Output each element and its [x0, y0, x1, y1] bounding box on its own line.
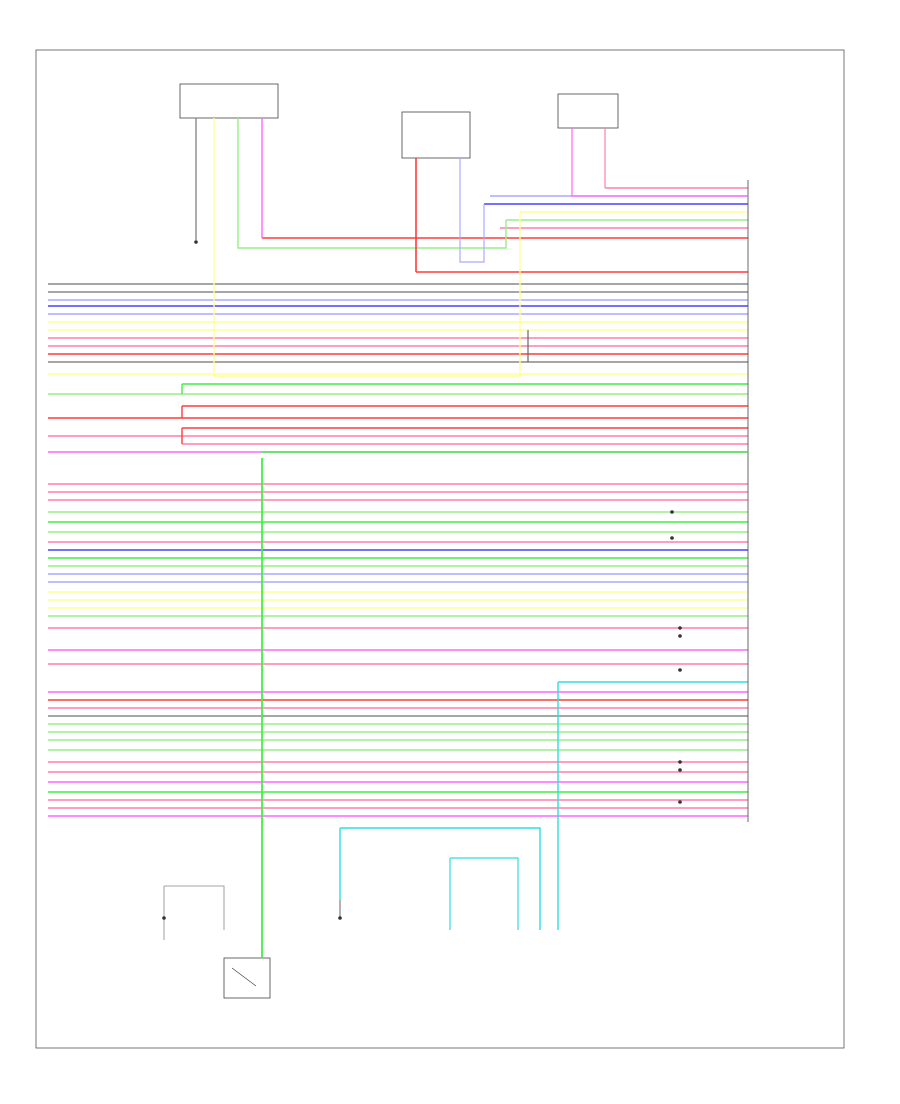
top-right-connector-box — [557, 93, 619, 129]
wire-vertical-6 — [459, 158, 485, 263]
switch-component-box — [223, 957, 271, 999]
top-center-connector-box — [401, 111, 471, 159]
wire-vertical-7 — [571, 128, 748, 197]
splice-dot-icon-8 — [678, 800, 682, 804]
splice-dot-icon-2 — [670, 536, 674, 540]
splice-dot-icon-6 — [678, 760, 682, 764]
switch-icon — [231, 967, 257, 987]
vertical-wire-group — [163, 118, 748, 958]
wire-vertical-2 — [213, 118, 521, 377]
wire-group — [48, 180, 749, 822]
splice-dot-icon-1 — [670, 510, 674, 514]
splice-dot-icon-10 — [162, 916, 166, 920]
diagram-frame — [35, 49, 845, 1049]
top-left-connector-box — [179, 83, 279, 119]
splice-dot-icon-3 — [678, 626, 682, 630]
splice-dot-icon-11 — [338, 916, 342, 920]
splice-dot-icon-5 — [678, 668, 682, 672]
wire-vertical-12 — [340, 827, 541, 930]
wire-vertical-14 — [450, 857, 519, 930]
splice-dot-icon-7 — [678, 768, 682, 772]
wire-jog-5 — [164, 885, 225, 930]
splice-dot-icon-4 — [678, 634, 682, 638]
wire-vertical-3 — [237, 118, 507, 249]
splice-dot-icon-9 — [194, 240, 198, 244]
mark-group — [162, 240, 682, 920]
